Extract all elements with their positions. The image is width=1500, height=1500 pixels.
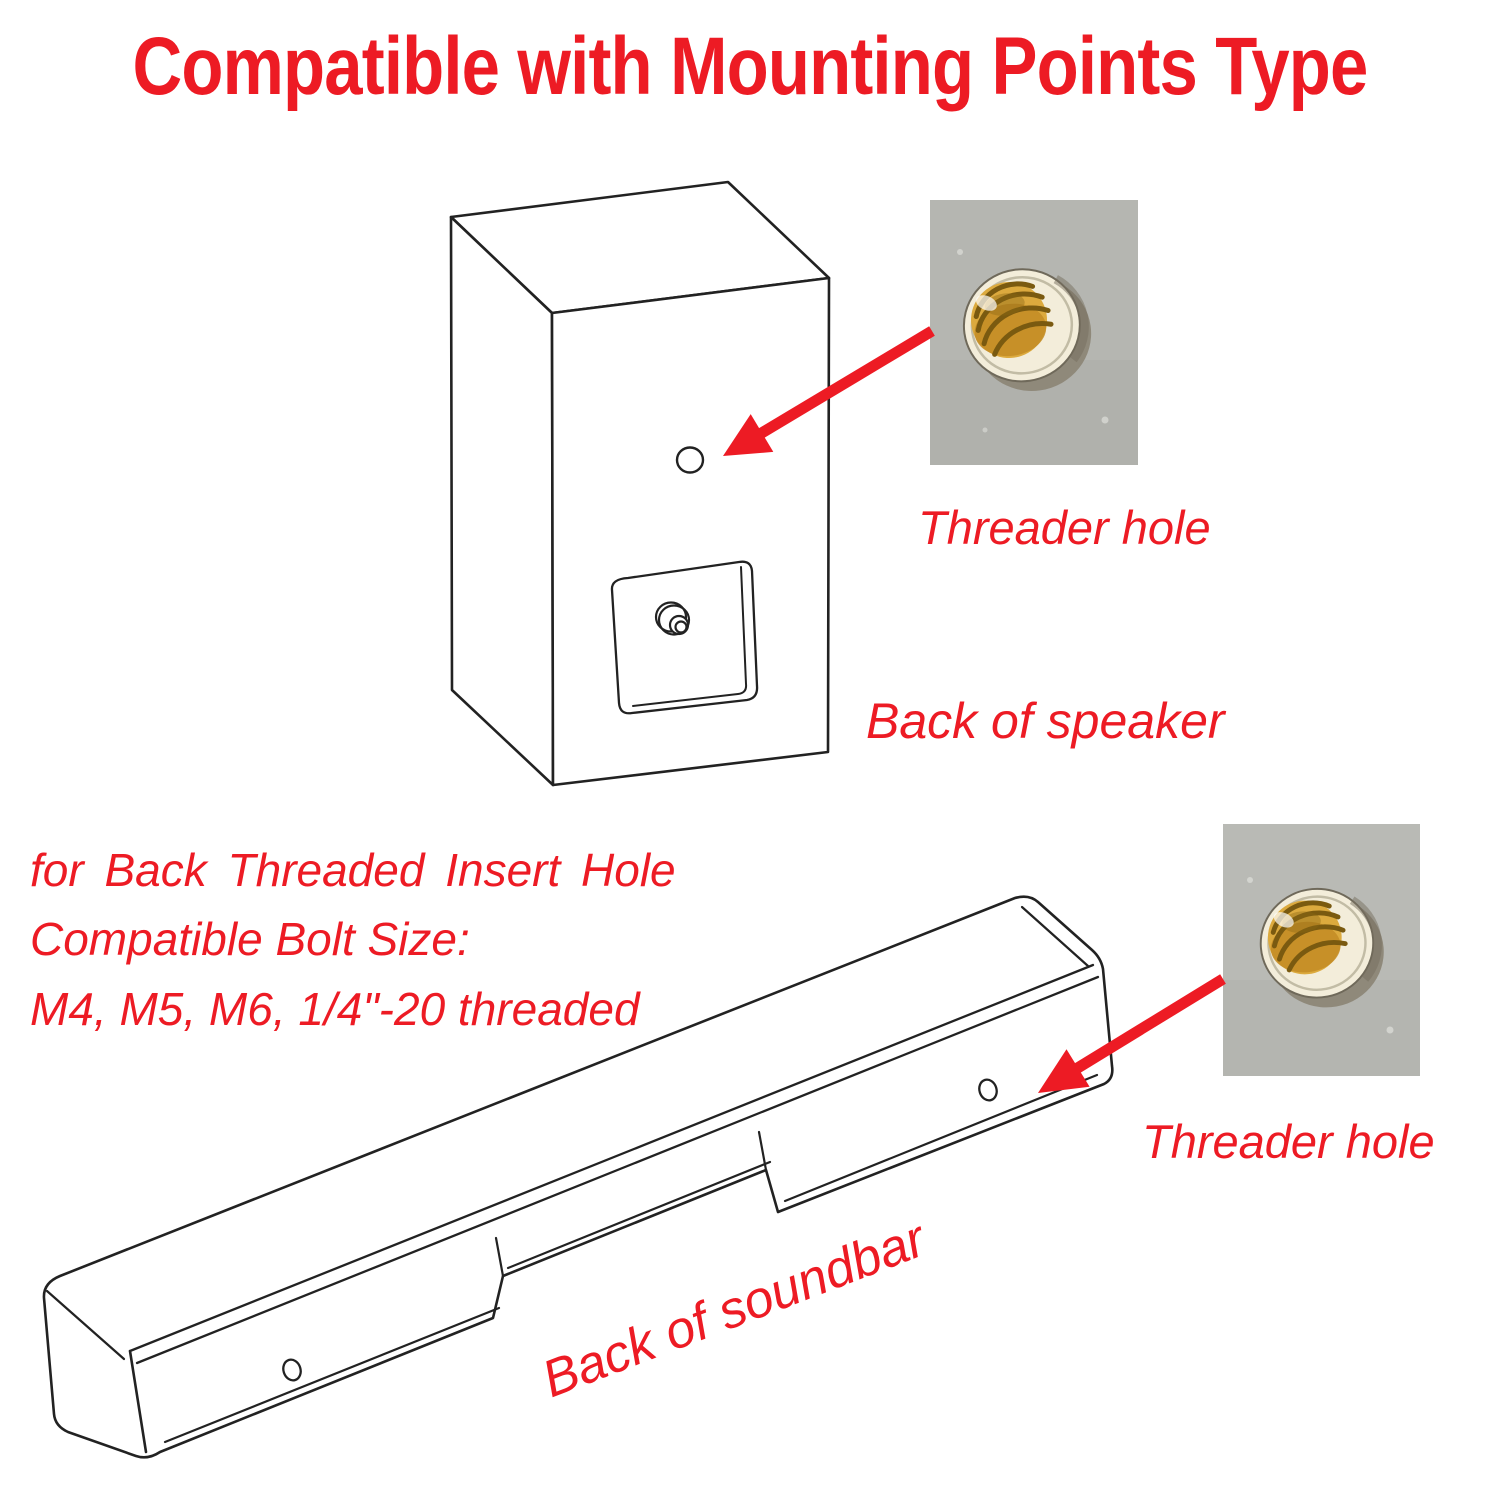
- note-bolt-size-heading: Compatible Bolt Size:: [30, 913, 470, 965]
- speaker-recessed-panel: [610, 560, 759, 715]
- label-back-of-speaker: Back of speaker: [866, 693, 1225, 749]
- soundbar-cap-edge: [128, 1349, 148, 1454]
- speaker-left-face: [449, 215, 555, 787]
- soundbar-notch-walls: [494, 1130, 768, 1278]
- soundbar-cap-chamfer: [45, 1289, 126, 1361]
- speaker-connector: [654, 601, 691, 636]
- callout-arrow-speaker: [723, 326, 935, 456]
- speaker-drawing: [449, 180, 831, 787]
- soundbar-threaded-hole-left: [282, 1358, 302, 1382]
- speaker-threaded-hole: [675, 446, 705, 474]
- label-threader-hole-soundbar: Threader hole: [1142, 1115, 1435, 1168]
- label-threader-hole-speaker: Threader hole: [918, 501, 1211, 554]
- soundbar-end-chamfer: [1020, 905, 1090, 968]
- soundbar-bottom-chamfer: [163, 1073, 1099, 1444]
- speaker-back-face: [550, 276, 831, 787]
- soundbar-drawing: [42, 895, 1114, 1459]
- soundbar-threaded-hole-right: [978, 1078, 998, 1102]
- speaker-panel-bevel: [632, 566, 748, 707]
- callout-arrow-soundbar: [1038, 974, 1226, 1093]
- page-title: Compatible with Mounting Points Type: [132, 21, 1368, 112]
- soundbar-top-edge-chamfer: [128, 963, 1100, 1365]
- threaded-insert-photo-2: [1223, 824, 1420, 1076]
- note-bolt-sizes: M4, M5, M6, 1/4"-20 threaded: [30, 983, 640, 1035]
- threaded-insert-photo-1: [930, 200, 1138, 465]
- note-insert-hole: for Back Threaded Insert Hole: [30, 844, 676, 896]
